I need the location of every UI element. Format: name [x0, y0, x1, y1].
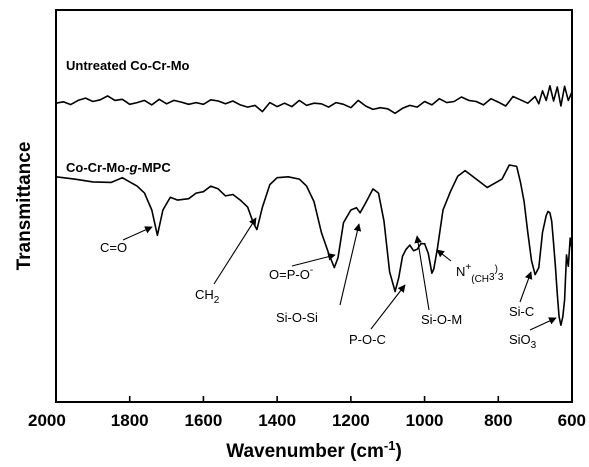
peak-annotations: C=O CH2 O=P-O- Si-O-SiP-O-C Si-O-M N+(CH3)3Si…	[100, 217, 557, 351]
annotation-arrow	[519, 271, 533, 303]
annotation-label: Si-O-Si	[276, 310, 318, 325]
trace-mpc	[55, 164, 573, 327]
x-tick-label: 2000	[28, 411, 66, 430]
annotation-label: CH2	[195, 287, 220, 306]
annotation-arrow	[291, 252, 336, 267]
x-tick-label: 1000	[406, 411, 444, 430]
annotation-label: O=P-O-	[269, 265, 313, 282]
x-tick-label: 800	[484, 411, 512, 430]
annotation-arrow	[122, 226, 153, 241]
x-axis-title: Wavenumber (cm-1)	[226, 438, 402, 462]
annotation-label: N+(CH3)3	[456, 262, 504, 285]
annotation-arrow	[339, 223, 362, 306]
x-axis-ticks: 2000 1800 1600 1400 1200 1000 800 600	[28, 396, 586, 430]
annotation-label: Si-O-M	[421, 312, 462, 327]
annotation-arrow	[529, 317, 557, 331]
x-tick-label: 1200	[332, 411, 370, 430]
annotation-label: C=O	[100, 240, 127, 255]
x-tick-label: 1600	[185, 411, 223, 430]
spectra	[55, 85, 573, 327]
annotation-label: Si-C	[509, 304, 534, 319]
annotation-arrow	[213, 217, 257, 285]
annotation-label: P-O-C	[349, 332, 386, 347]
annotation-arrow	[370, 284, 406, 330]
plot-frame	[55, 9, 573, 403]
y-axis-title: Transmittance	[14, 142, 35, 271]
x-tick-label: 600	[558, 411, 586, 430]
annotation-label: SiO3	[509, 332, 537, 351]
series-label-mpc: Co-Cr-Mo-g-MPC	[66, 160, 171, 175]
x-tick-label: 1800	[111, 411, 149, 430]
x-tick-label: 1400	[258, 411, 296, 430]
trace-untreated	[55, 85, 573, 115]
series-label-untreated: Untreated Co-Cr-Mo	[66, 58, 190, 73]
annotation-arrow	[414, 235, 430, 311]
annotation-arrow	[436, 249, 452, 262]
